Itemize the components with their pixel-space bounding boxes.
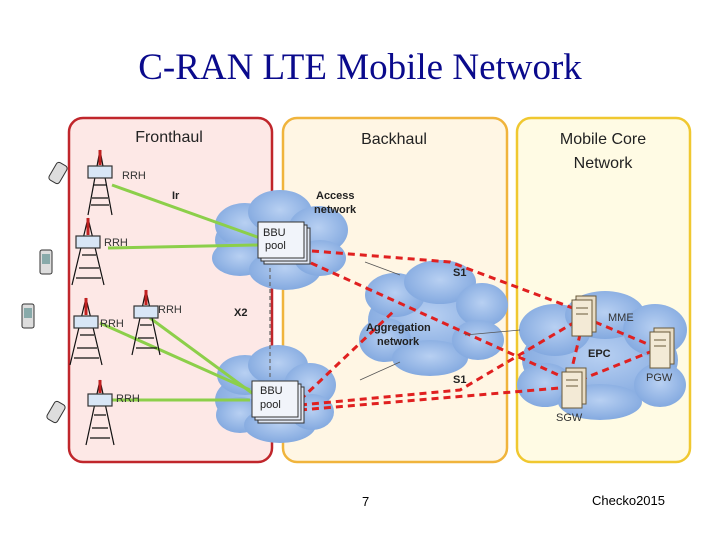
aggregation-network-line2: network (377, 336, 420, 348)
pgw-label: PGW (646, 372, 673, 384)
s1-label-bottom: S1 (453, 374, 466, 386)
bbu-pool-bottom: BBU pool (251, 380, 305, 424)
bbu-top-line2: pool (265, 240, 286, 252)
rrh-label-2: RRH (104, 237, 128, 249)
aggregation-cloud (359, 260, 508, 376)
pgw-server-icon (649, 327, 675, 369)
x2-label: X2 (234, 307, 247, 319)
mme-label: MME (608, 312, 634, 324)
s1-links (298, 248, 651, 412)
fronthaul-links (99, 183, 261, 402)
ir-label: Ir (172, 190, 180, 202)
phone-icon-4 (46, 400, 66, 424)
bbu-pool-top: BBU pool (257, 221, 311, 265)
phone-icon-3 (21, 303, 35, 329)
phone-icon-1 (48, 161, 68, 185)
bbu-bottom-line2: pool (260, 399, 281, 411)
page-number: 7 (362, 494, 370, 509)
slide-title: C-RAN LTE Mobile Network (138, 47, 582, 88)
rrh-label-4: RRH (158, 304, 182, 316)
core-heading-line2: Network (574, 155, 634, 172)
access-network-line2: network (314, 204, 357, 216)
rrh-tower-icon-3 (69, 297, 103, 366)
rrh-tower-icon-2 (71, 217, 105, 286)
access-network-line1: Access (316, 190, 355, 202)
bbu-bottom-line1: BBU (260, 385, 283, 397)
thin-links (359, 261, 521, 381)
rrh-label-1: RRH (122, 170, 146, 182)
rrh-label-3: RRH (100, 318, 124, 330)
s1-label-top: S1 (453, 267, 466, 279)
sgw-server-icon (561, 367, 587, 409)
aggregation-network-line1: Aggregation (366, 322, 431, 334)
rrh-tower-icon-1 (87, 149, 113, 216)
sgw-label: SGW (556, 412, 583, 424)
fronthaul-heading: Fronthaul (135, 129, 203, 146)
core-heading-line1: Mobile Core (560, 131, 646, 148)
rrh-tower-icon-4 (131, 289, 161, 356)
rrh-label-5: RRH (116, 393, 140, 405)
source-credit: Checko2015 (592, 493, 665, 508)
bbu-top-line1: BBU (263, 227, 286, 239)
phone-icon-2 (39, 249, 53, 275)
rrh-tower-icon-5 (85, 379, 115, 446)
epc-label: EPC (588, 348, 611, 360)
mme-server-icon (571, 295, 597, 337)
backhaul-heading: Backhaul (361, 131, 427, 148)
